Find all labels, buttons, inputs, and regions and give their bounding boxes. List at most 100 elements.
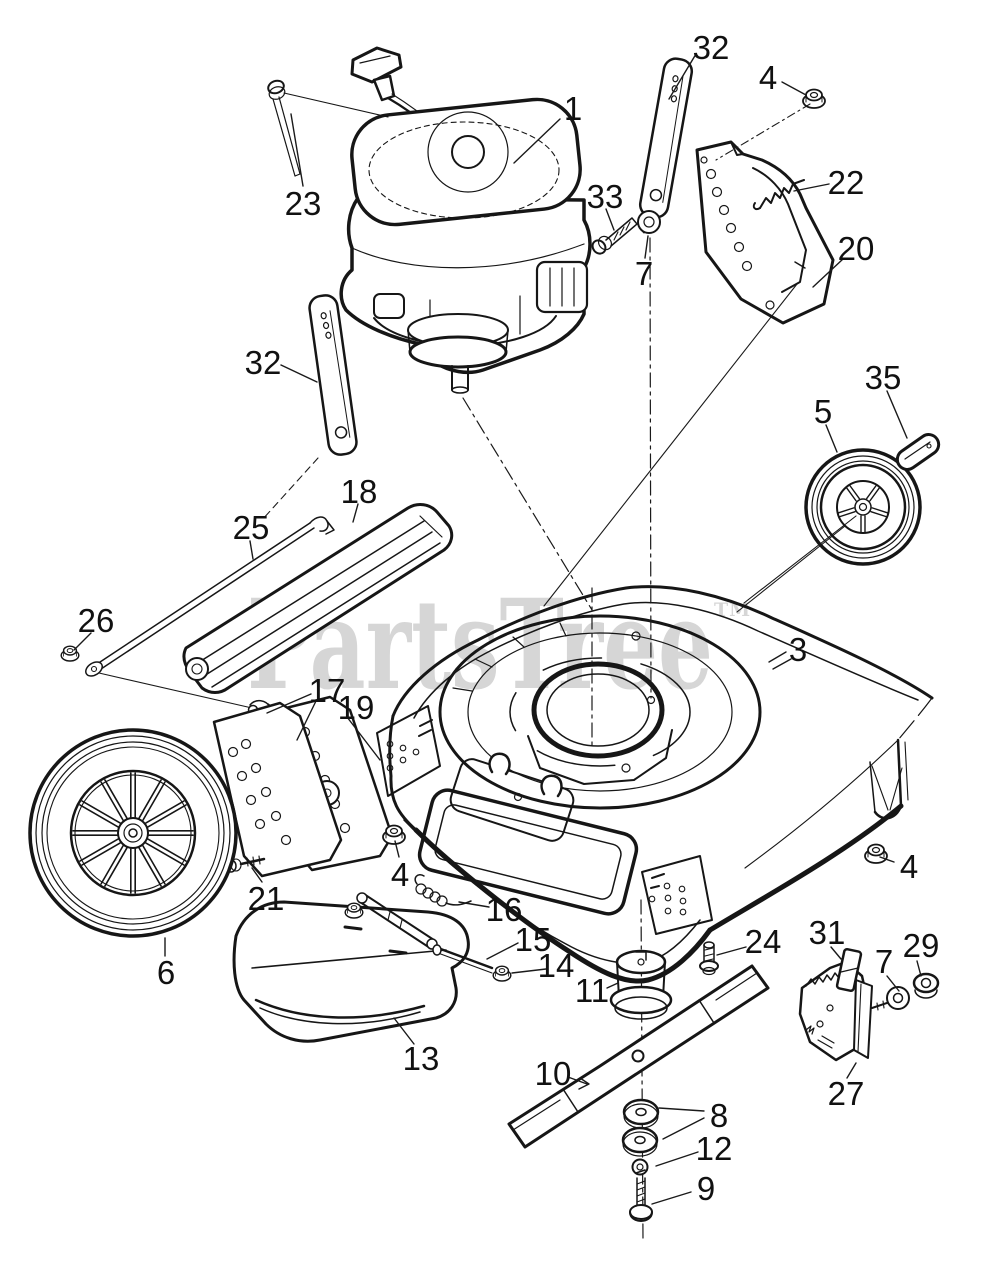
callout-13: 13 (403, 1040, 440, 1077)
line-art (28, 46, 941, 1241)
callout-6: 6 (157, 954, 175, 991)
callout-3: 3 (789, 631, 807, 668)
bolt-23 (267, 79, 389, 177)
leader-11 (606, 982, 619, 989)
deck-housing-3 (376, 585, 934, 984)
key-31 (835, 947, 863, 993)
callout-33: 33 (587, 178, 624, 215)
engine (339, 97, 592, 394)
callout-16: 16 (486, 891, 523, 928)
callout-25: 25 (233, 509, 270, 546)
nut-4-right (864, 843, 888, 864)
leader-22 (793, 183, 830, 192)
leader-17 (266, 693, 317, 741)
leader-33 (605, 208, 615, 231)
callout-7-top: 7 (635, 255, 653, 292)
leader-26 (73, 632, 92, 651)
leader-9 (651, 1191, 692, 1205)
callout-labels: 1233232422203373553182526171962141615141… (78, 29, 940, 1207)
mulch-cover-13 (232, 892, 470, 1043)
callout-10: 10 (535, 1055, 572, 1092)
leader-7-bottom (886, 975, 900, 992)
leader-19 (346, 716, 381, 761)
leader-24 (716, 946, 747, 956)
rod-25 (85, 516, 335, 677)
nut-29 (912, 972, 940, 999)
leader-4-mid (394, 840, 400, 858)
nut-14 (492, 965, 512, 982)
callout-35: 35 (865, 359, 902, 396)
callout-9: 9 (697, 1170, 715, 1207)
callout-11: 11 (575, 972, 609, 1009)
leader-31 (830, 946, 842, 960)
callout-8: 8 (710, 1097, 728, 1134)
axle-cap-35 (895, 433, 941, 471)
blade-washers-8 (621, 1098, 660, 1157)
callout-12: 12 (696, 1130, 733, 1167)
leader-32-right (668, 53, 697, 100)
callout-31: 31 (809, 914, 846, 951)
callout-32-right: 32 (693, 29, 730, 66)
rod-15 (432, 944, 494, 974)
leader-35 (886, 390, 908, 439)
spring-22 (752, 179, 805, 211)
hinge-nut (344, 902, 364, 919)
callout-17: 17 (309, 672, 346, 709)
leader-lines (73, 53, 922, 1205)
leader-14 (511, 968, 547, 974)
leader-5 (825, 424, 838, 453)
callout-32-left: 32 (245, 344, 282, 381)
leader-27 (846, 1062, 857, 1079)
blade-10 (507, 964, 770, 1149)
leader-15 (486, 942, 519, 960)
bolt-24 (699, 941, 719, 976)
callout-4-top: 4 (759, 59, 777, 96)
leader-25 (249, 540, 254, 560)
leader-10 (567, 1076, 590, 1090)
spring-16 (414, 873, 472, 907)
callout-14: 14 (538, 947, 575, 984)
leader-12 (655, 1151, 699, 1167)
leader-4-top (781, 81, 807, 96)
axle-lines (736, 515, 857, 613)
callout-29: 29 (903, 927, 940, 964)
nut-4-top (802, 88, 826, 109)
callout-15: 15 (515, 921, 552, 958)
callout-22: 22 (828, 164, 865, 201)
callout-4-right: 4 (900, 848, 918, 885)
leader-23 (290, 113, 304, 187)
leader-3 (768, 651, 792, 670)
rear-wheel-5 (804, 448, 922, 566)
lock-washer-12 (631, 1158, 649, 1176)
leader-1 (513, 118, 561, 164)
washer-7-bottom (886, 986, 910, 1010)
leader-7-top (644, 235, 649, 259)
washer-7-top (637, 210, 661, 234)
callout-1: 1 (564, 90, 582, 127)
leader-29 (916, 960, 922, 977)
leader-8 (658, 1107, 705, 1140)
leader-16 (458, 901, 490, 908)
callout-21: 21 (248, 880, 285, 917)
nut-4-mid (382, 824, 406, 845)
callout-23: 23 (285, 185, 322, 222)
callout-20: 20 (838, 230, 875, 267)
callout-7-bottom: 7 (875, 943, 893, 980)
front-wheel-6 (28, 728, 238, 938)
callout-24: 24 (745, 923, 782, 960)
height-adjuster-plates (212, 695, 394, 878)
callout-18: 18 (341, 473, 378, 510)
callout-4-mid: 4 (391, 856, 409, 893)
blade-adapter-11 (609, 949, 673, 1020)
leader-4-right (879, 856, 895, 863)
bolt-33 (591, 217, 638, 255)
leader-18 (352, 503, 359, 523)
leader-20 (812, 258, 844, 288)
leader-13 (393, 1017, 415, 1045)
leader-32-left (280, 364, 318, 383)
callout-26: 26 (78, 602, 115, 639)
callout-19: 19 (338, 689, 375, 726)
deflector-18 (182, 503, 454, 694)
